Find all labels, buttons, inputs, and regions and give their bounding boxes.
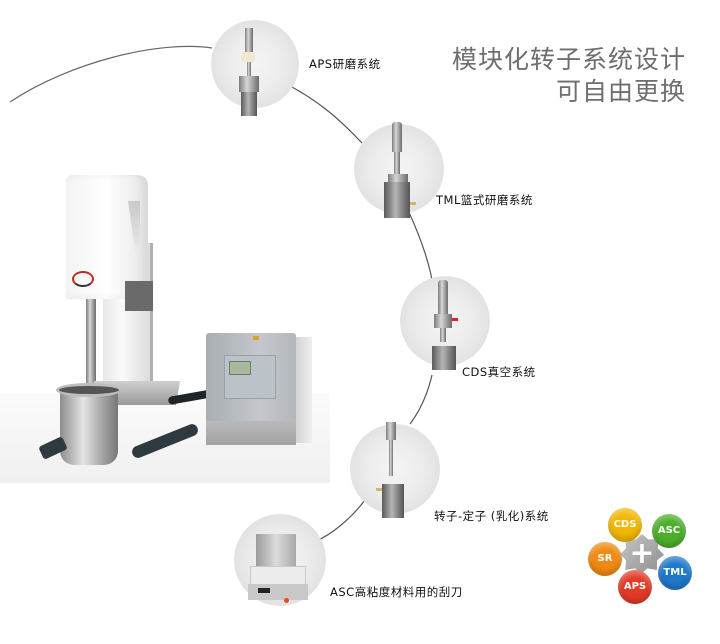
system-label: APS研磨系统 xyxy=(309,57,381,71)
lcd-screen xyxy=(229,361,251,375)
emergency-stop-icon xyxy=(253,336,259,340)
headline-line-1: 模块化转子系统设计 xyxy=(451,45,686,74)
system-node-rotor-stator[interactable]: 转子-定子 (乳化)系统 xyxy=(346,418,566,528)
system-node-asc[interactable]: ASC高粘度材料用的刮刀 xyxy=(230,512,470,612)
badge-tml: TML xyxy=(658,556,692,590)
mixing-vessel xyxy=(60,389,118,465)
system-node-tml[interactable]: TML篮式研磨系统 xyxy=(350,118,550,218)
machine-head xyxy=(66,175,148,299)
badge-aps: APS xyxy=(618,570,652,604)
system-label: ASC高粘度材料用的刮刀 xyxy=(330,585,463,599)
plus-icon: + xyxy=(629,536,655,571)
system-label: CDS真空系统 xyxy=(462,365,536,379)
rotor-shaft xyxy=(86,299,96,393)
modular-systems-badge: + CDS ASC SR TML APS xyxy=(586,504,706,606)
badge-asc: ASC xyxy=(652,514,686,548)
brand-logo-icon xyxy=(72,271,94,287)
headline: 模块化转子系统设计 可自由更换 xyxy=(452,44,686,108)
system-node-aps[interactable]: APS研磨系统 xyxy=(205,16,405,116)
system-label: TML篮式研磨系统 xyxy=(436,193,533,207)
headline-line-2: 可自由更换 xyxy=(555,77,686,106)
main-product-image xyxy=(0,163,330,483)
system-node-cds[interactable]: CDS真空系统 xyxy=(396,266,576,386)
system-label: 转子-定子 (乳化)系统 xyxy=(434,509,549,523)
badge-cds: CDS xyxy=(608,508,642,542)
badge-sr: SR xyxy=(588,542,622,576)
